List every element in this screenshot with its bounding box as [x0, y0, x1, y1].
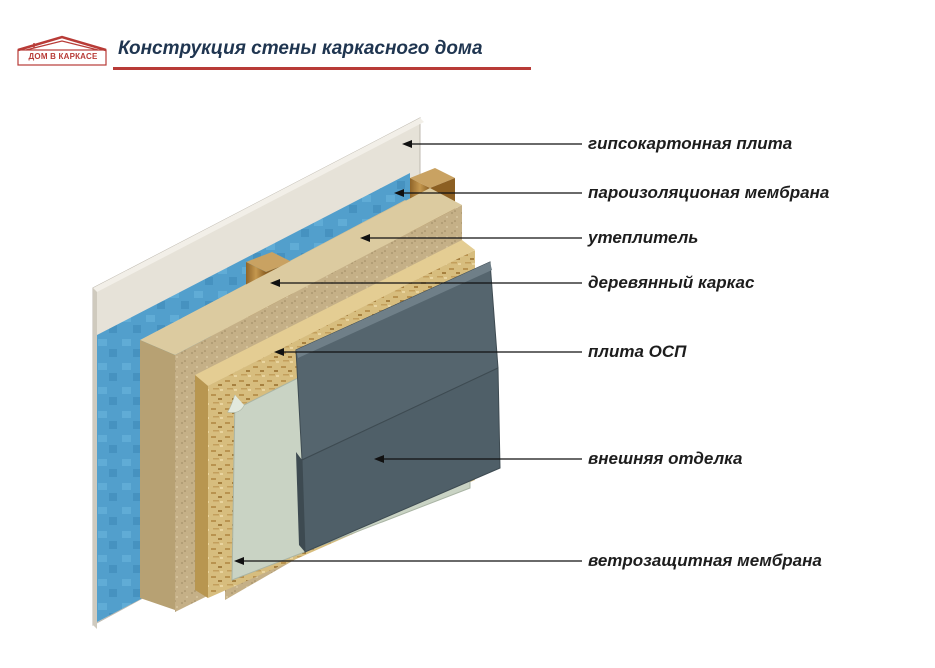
label-osb: плита ОСП [588, 342, 687, 361]
label-insulation: утеплитель [588, 228, 699, 247]
house-roof-icon [17, 35, 107, 66]
label-vapor-membrane: пароизоляционая мембрана [588, 183, 830, 202]
leader-lines [240, 143, 582, 562]
label-timber-frame: деревянный каркас [588, 273, 755, 292]
page-title: Конструкция стены каркасного дома [118, 38, 483, 59]
label-wind-membrane: ветрозащитная мембрана [588, 551, 822, 570]
label-drywall: гипсокартонная плита [588, 134, 793, 153]
brand-logo: ДОМ В КАРКАСЕ [14, 34, 110, 68]
leader-arrowheads [234, 140, 412, 565]
logo-text: ДОМ В КАРКАСЕ [28, 52, 98, 61]
title-underline [113, 67, 531, 70]
siding-layer [295, 261, 501, 553]
label-exterior-finish: внешняя отделка [588, 449, 743, 468]
